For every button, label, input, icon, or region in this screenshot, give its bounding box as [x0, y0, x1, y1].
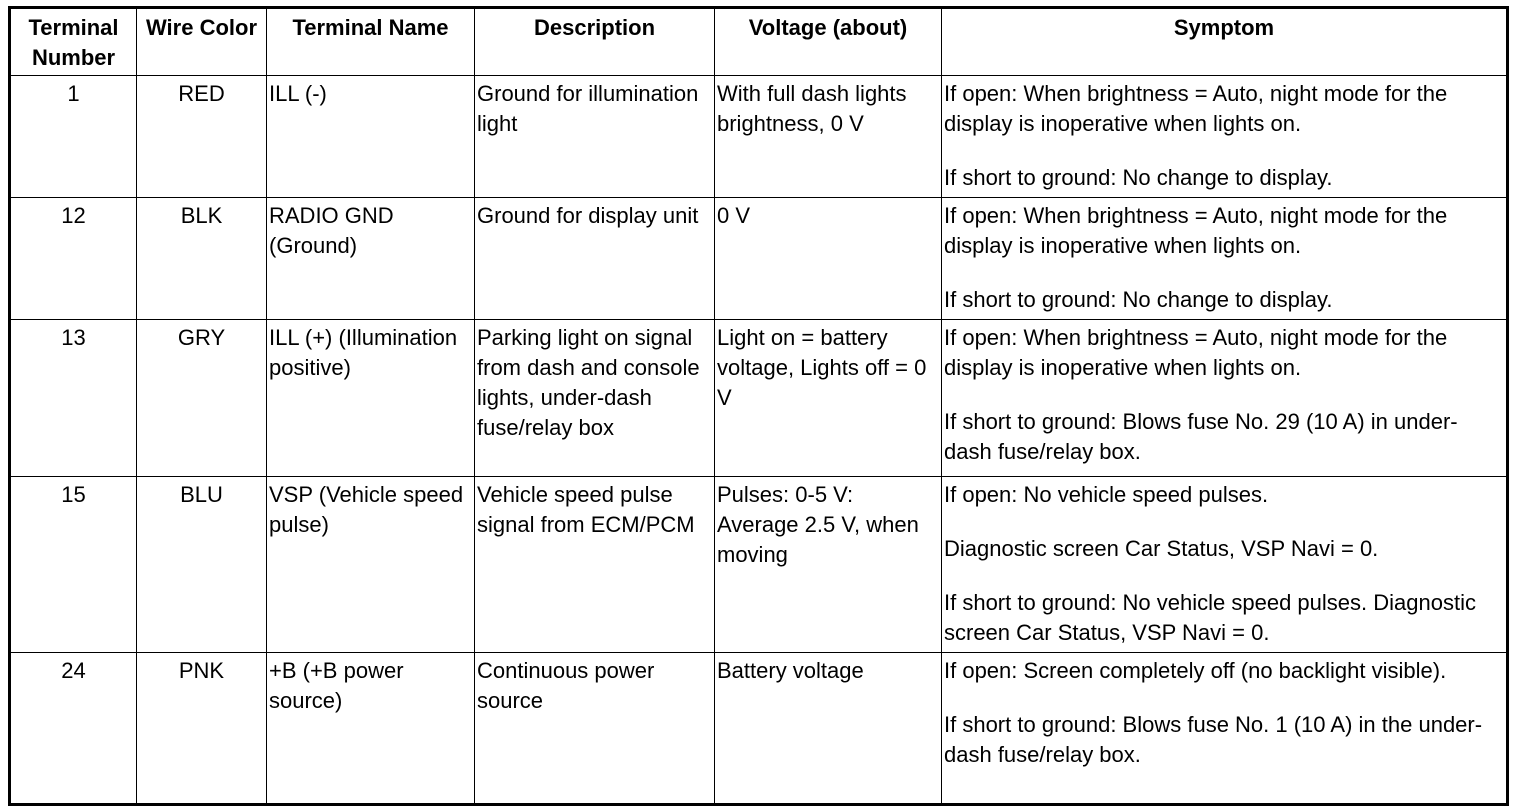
symptom-line: If short to ground: No change to display…: [944, 165, 1333, 190]
cell-wire-color: BLU: [136, 476, 267, 653]
cell-terminal-name: VSP (Vehicle speed pulse): [266, 476, 475, 653]
table-row: 12 BLK RADIO GND (Ground) Ground for dis…: [9, 197, 1508, 320]
cell-symptom: If open: When brightness = Auto, night m…: [941, 319, 1508, 477]
symptom-line: If open: Screen completely off (no backl…: [944, 658, 1447, 683]
cell-terminal-number: 1: [9, 75, 137, 198]
symptom-line: If open: When brightness = Auto, night m…: [944, 203, 1448, 258]
header-row: Terminal Number Wire Color Terminal Name…: [9, 7, 1508, 76]
header-voltage: Voltage (about): [714, 7, 942, 76]
cell-terminal-number: 15: [9, 476, 137, 653]
cell-wire-color: RED: [136, 75, 267, 198]
symptom-line: If short to ground: Blows fuse No. 1 (10…: [944, 712, 1483, 767]
cell-description: Ground for illumination light: [474, 75, 715, 198]
cell-wire-color: BLK: [136, 197, 267, 320]
cell-voltage: Light on = battery voltage, Lights off =…: [714, 319, 942, 477]
cell-symptom: If open: When brightness = Auto, night m…: [941, 197, 1508, 320]
cell-wire-color: PNK: [136, 652, 267, 805]
cell-symptom: If open: When brightness = Auto, night m…: [941, 75, 1508, 198]
symptom-line: If open: When brightness = Auto, night m…: [944, 325, 1448, 380]
table-row: 13 GRY ILL (+) (Illumination positive) P…: [9, 319, 1508, 477]
cell-wire-color: GRY: [136, 319, 267, 477]
cell-voltage: 0 V: [714, 197, 942, 320]
cell-terminal-number: 12: [9, 197, 137, 320]
header-wire-color: Wire Color: [136, 7, 267, 76]
cell-voltage: With full dash lights brightness, 0 V: [714, 75, 942, 198]
cell-terminal-name: +B (+B power source): [266, 652, 475, 805]
symptom-line: If short to ground: No vehicle speed pul…: [944, 590, 1476, 645]
header-description: Description: [474, 7, 715, 76]
header-symptom: Symptom: [941, 7, 1508, 76]
header-terminal-number: Terminal Number: [9, 7, 137, 76]
cell-symptom: If open: No vehicle speed pulses. Diagno…: [941, 476, 1508, 653]
symptom-line: If short to ground: Blows fuse No. 29 (1…: [944, 409, 1458, 464]
cell-terminal-name: RADIO GND (Ground): [266, 197, 475, 320]
cell-terminal-name: ILL (+) (Illumination positive): [266, 319, 475, 477]
table-row: 24 PNK +B (+B power source) Continuous p…: [9, 652, 1508, 805]
cell-description: Parking light on signal from dash and co…: [474, 319, 715, 477]
cell-description: Continuous power source: [474, 652, 715, 805]
cell-terminal-number: 13: [9, 319, 137, 477]
symptom-line: Diagnostic screen Car Status, VSP Navi =…: [944, 536, 1379, 561]
symptom-line: If short to ground: No change to display…: [944, 287, 1333, 312]
symptom-line: If open: When brightness = Auto, night m…: [944, 81, 1448, 136]
cell-voltage: Battery voltage: [714, 652, 942, 805]
document-page: Terminal Number Wire Color Terminal Name…: [8, 6, 1509, 806]
cell-voltage: Pulses: 0-5 V: Average 2.5 V, when movin…: [714, 476, 942, 653]
header-terminal-name: Terminal Name: [266, 7, 475, 76]
symptom-line: If open: No vehicle speed pulses.: [944, 482, 1269, 507]
cell-description: Vehicle speed pulse signal from ECM/PCM: [474, 476, 715, 653]
table-row: 15 BLU VSP (Vehicle speed pulse) Vehicle…: [9, 476, 1508, 653]
terminal-table: Terminal Number Wire Color Terminal Name…: [8, 6, 1509, 806]
cell-terminal-name: ILL (-): [266, 75, 475, 198]
cell-terminal-number: 24: [9, 652, 137, 805]
cell-description: Ground for display unit: [474, 197, 715, 320]
table-row: 1 RED ILL (-) Ground for illumination li…: [9, 75, 1508, 198]
cell-symptom: If open: Screen completely off (no backl…: [941, 652, 1508, 805]
